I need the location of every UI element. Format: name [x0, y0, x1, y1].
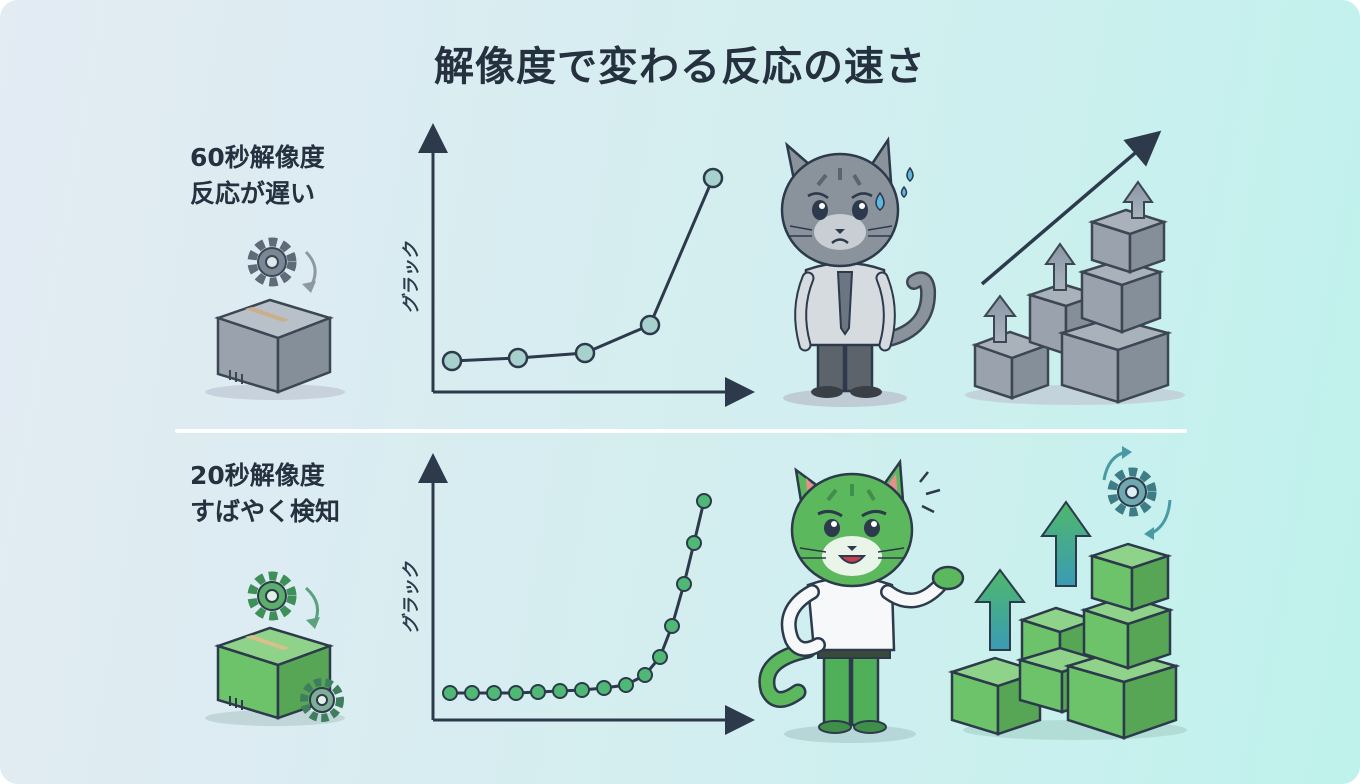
- fast-chart-point: [618, 677, 634, 693]
- fast-chart-point: [552, 683, 568, 699]
- fast-chart-point: [596, 680, 612, 696]
- fast-chart-point: [676, 576, 692, 592]
- gear-icon: [300, 678, 344, 722]
- fast-chart-point: [686, 535, 702, 551]
- worried-cat-character: [780, 136, 937, 407]
- page-title: 解像度で変わる反応の速さ: [434, 44, 926, 90]
- fast-chart-point: [574, 682, 590, 698]
- cardboard-box-icon: [205, 298, 345, 400]
- fast-row-label: 20秒解像度 すばやく検知: [190, 458, 380, 530]
- alert-mark-icon: [919, 471, 929, 483]
- row-divider: [175, 429, 1187, 433]
- green-box-stack: [947, 446, 1187, 740]
- slow-row-label: 60秒解像度 反応が遅い: [190, 140, 380, 212]
- gear-icon: [247, 237, 297, 287]
- slow-chart: [418, 123, 755, 407]
- fast-chart-point: [508, 685, 524, 701]
- slow-chart-point: [507, 347, 529, 369]
- slow-chart-point: [639, 314, 661, 336]
- fast-chart-point: [530, 684, 546, 700]
- fast-chart-point: [637, 667, 653, 683]
- fast-chart-point: [696, 493, 712, 509]
- trend-arrow-icon: [980, 130, 1162, 286]
- slow-label-line1: 60秒解像度: [190, 143, 325, 172]
- slow-chart-point: [574, 342, 596, 364]
- fast-label-line1: 20秒解像度: [190, 461, 325, 490]
- cardboard-box-icon: [205, 626, 345, 726]
- fast-chart: [418, 453, 755, 735]
- fast-label-line2: すばやく検知: [190, 497, 341, 526]
- gear-icon: [247, 571, 297, 621]
- gray-box-stack: [965, 130, 1185, 405]
- fast-chart-point: [664, 618, 680, 634]
- fast-chart-point: [464, 685, 480, 701]
- slow-chart-point: [441, 350, 463, 372]
- slow-label-line2: 反応が遅い: [190, 179, 316, 208]
- confident-cat-character: [758, 458, 965, 743]
- fast-chart-point: [486, 685, 502, 701]
- gear-icon: [1107, 467, 1157, 517]
- fast-chart-point: [652, 649, 668, 665]
- fast-chart-point: [442, 685, 458, 701]
- sweat-drop-icon: [875, 191, 885, 211]
- slow-chart-point: [702, 167, 724, 189]
